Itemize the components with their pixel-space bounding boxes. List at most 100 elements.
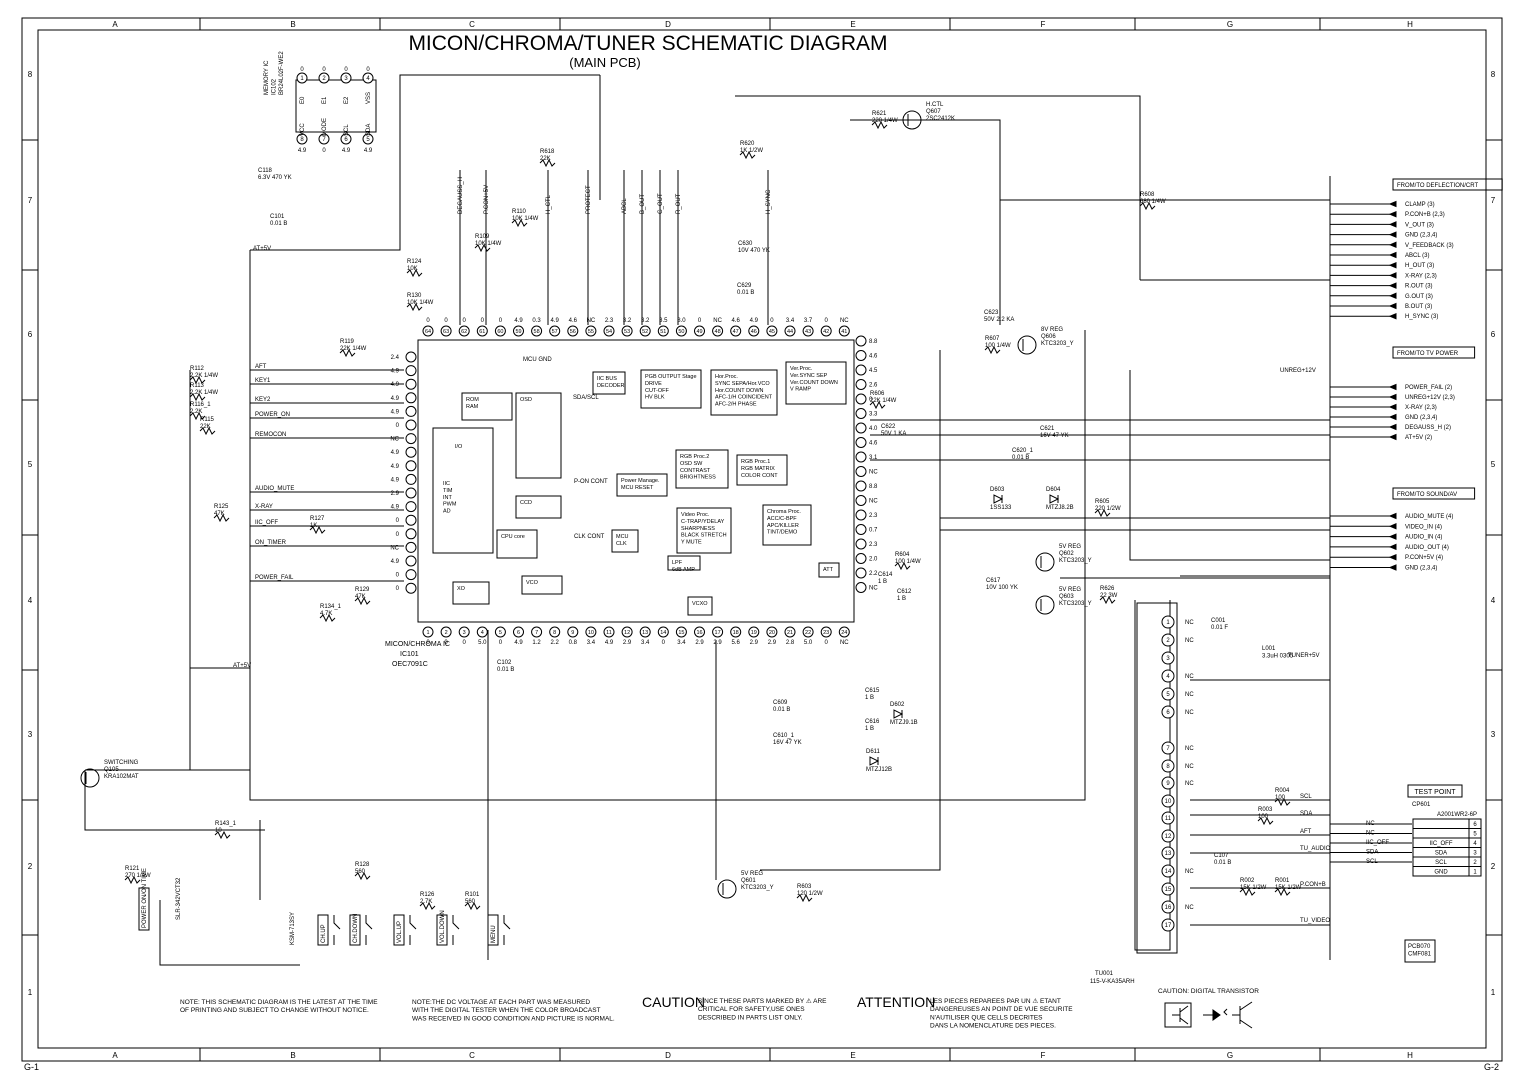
micon-pin-top bbox=[802, 325, 814, 337]
micon-pin-bottom-voltage: 2.9 bbox=[713, 640, 722, 646]
micon-pin-right-voltage: NC bbox=[869, 470, 878, 476]
resistor-icon bbox=[796, 893, 813, 903]
micon-pin-bottom-number: 15 bbox=[678, 630, 684, 636]
micon-pin-bottom bbox=[657, 626, 669, 638]
resistor-ref: R620 bbox=[740, 141, 755, 147]
resistor-icon bbox=[1274, 887, 1291, 897]
grid-col-bottom: A bbox=[112, 1051, 118, 1060]
resistor-ref: R626 bbox=[1100, 586, 1115, 592]
micon-pin-left bbox=[405, 541, 417, 553]
micon-pin-top-voltage: 0 bbox=[426, 318, 430, 324]
test-point-ref: CP601 bbox=[1412, 802, 1431, 808]
led-part: SLR-342VCT32 bbox=[176, 877, 182, 920]
micon-pin-top-number: 58 bbox=[534, 329, 540, 335]
diode-value: MTZJ12B bbox=[866, 767, 892, 773]
connector-item: R.OUT (3) bbox=[1405, 284, 1433, 290]
block-vcxo bbox=[687, 596, 713, 616]
micon-pin-top-voltage: NC bbox=[713, 318, 722, 324]
signal-label: POWER_FAIL bbox=[255, 575, 294, 581]
micon-pin-left-voltage: 4.9 bbox=[391, 450, 400, 456]
block-hor bbox=[710, 369, 778, 416]
block-lpf-label-line: 6dB AMP bbox=[672, 567, 695, 573]
memory-ic-pin-voltage: 0 bbox=[322, 67, 326, 73]
misc-labels: UNREG+12V TUNER+5V AT+5V AT+5V MCU GND S… bbox=[138, 246, 1436, 963]
grid-row-right: 2 bbox=[1491, 862, 1496, 871]
block-video-label-line: BLACK STRETCH bbox=[681, 533, 727, 539]
micon-pin-top-voltage: 4.9 bbox=[750, 318, 759, 324]
switch-icon bbox=[365, 915, 373, 945]
micon-pin-bottom-voltage: 5.0 bbox=[804, 640, 813, 646]
micon-pin-bottom-voltage: 0.8 bbox=[569, 640, 578, 646]
digital-transistor-icon bbox=[1172, 1005, 1189, 1025]
micon-pin-top bbox=[440, 325, 452, 337]
transistor-ref: Q607 bbox=[926, 109, 941, 115]
signal-label: KEY1 bbox=[255, 378, 271, 384]
capacitor-value: 1 B bbox=[878, 579, 887, 585]
diode-labels: D6031SS133D604MTZJ8.2BD602MTZJ9.1BD611MT… bbox=[866, 487, 1074, 773]
transistor-ref: Q601 bbox=[741, 878, 756, 884]
connector-item: VIDEO_IN (4) bbox=[1405, 524, 1442, 530]
tuner-pin bbox=[1161, 900, 1175, 914]
text-line: DANGEREUSES AN POINT DE VUE SECURITE bbox=[930, 1006, 1073, 1013]
connector-title-box bbox=[1392, 178, 1503, 191]
micon-pin-bottom-voltage: 0 bbox=[499, 640, 503, 646]
transistor-ref: Q606 bbox=[1041, 334, 1056, 340]
capacitor-value: 0.01 F bbox=[1211, 625, 1228, 631]
grid-col-top: F bbox=[1041, 20, 1046, 29]
page-left-label: G-1 bbox=[24, 1062, 39, 1072]
memory-ic-pin-number: 1 bbox=[300, 76, 304, 82]
micon-pin-bottom-number: 14 bbox=[660, 630, 666, 636]
micon-pin-left-voltage: 0 bbox=[396, 423, 400, 429]
tuner-pin-nc: NC bbox=[1185, 638, 1194, 644]
text-line: CMF081 bbox=[1408, 952, 1432, 958]
micon-pin-bottom-voltage: 5.0 bbox=[478, 640, 487, 646]
micon-pin-left bbox=[405, 378, 417, 390]
arrow-icon bbox=[1388, 241, 1397, 249]
resistor-value: 100 bbox=[1275, 795, 1286, 801]
resistor-icon bbox=[869, 400, 886, 410]
at5v-label: AT+5V bbox=[233, 663, 251, 669]
resistor-value: 10K 1/4W bbox=[475, 241, 502, 247]
transistor-ref: Q105 bbox=[104, 767, 119, 773]
micon-pin-top bbox=[675, 325, 687, 337]
connector-item: B.OUT (3) bbox=[1405, 304, 1432, 310]
resistor-value: 47K bbox=[214, 511, 225, 517]
micon-pin-left bbox=[405, 487, 417, 499]
micon-pin-left-voltage: 4.9 bbox=[391, 477, 400, 483]
digital-transistor-symbol-box bbox=[1164, 1002, 1192, 1028]
block-power-label-line: MCU RESET bbox=[621, 485, 654, 491]
tuner-pin-signal: SCL bbox=[1300, 794, 1312, 800]
diode-icon bbox=[869, 756, 880, 766]
micon-pin-top-voltage: 0 bbox=[444, 318, 448, 324]
micon-pin-bottom-number: 17 bbox=[715, 630, 721, 636]
tuner-pin bbox=[1161, 918, 1175, 932]
micon-pin-bottom-number: 3 bbox=[463, 630, 466, 636]
text-line: DESCRIBED IN PARTS LIST ONLY. bbox=[698, 1014, 803, 1021]
tuner-pin-number: 12 bbox=[1165, 834, 1172, 840]
block-rgbout-label-line: HV BLK bbox=[645, 395, 665, 401]
micon-pin-right-voltage: 4.6 bbox=[869, 354, 878, 360]
block-vco bbox=[521, 575, 563, 595]
resistor-icon bbox=[354, 596, 371, 606]
block-mcu-label-line: MCU bbox=[616, 534, 629, 540]
pcb-box bbox=[1404, 939, 1436, 963]
micon-pin-bottom-number: 22 bbox=[805, 630, 811, 636]
micon-pin-top-voltage: NC bbox=[840, 318, 849, 324]
capacitor-value: 16V 47 YK bbox=[1040, 433, 1069, 439]
tuner-pin-number: 14 bbox=[1165, 869, 1172, 875]
transistor-symbol bbox=[80, 768, 100, 788]
switch-label: CH.UP bbox=[321, 924, 327, 943]
block-video-label-line: Video Proc. bbox=[681, 512, 710, 518]
resistor-icon bbox=[419, 901, 436, 911]
micon-pin-top bbox=[603, 325, 615, 337]
tuner-pin bbox=[1161, 759, 1175, 773]
block-iic-label-line: PWM bbox=[443, 502, 457, 508]
micon-pin-top-voltage: 2.3 bbox=[605, 318, 614, 324]
arrow-icon bbox=[1388, 413, 1397, 421]
micon-pin-bottom-number: 5 bbox=[499, 630, 502, 636]
memory-ic-pin bbox=[362, 133, 374, 145]
test-point-row-number: 2 bbox=[1473, 860, 1477, 866]
arrow-icon bbox=[1388, 200, 1397, 208]
